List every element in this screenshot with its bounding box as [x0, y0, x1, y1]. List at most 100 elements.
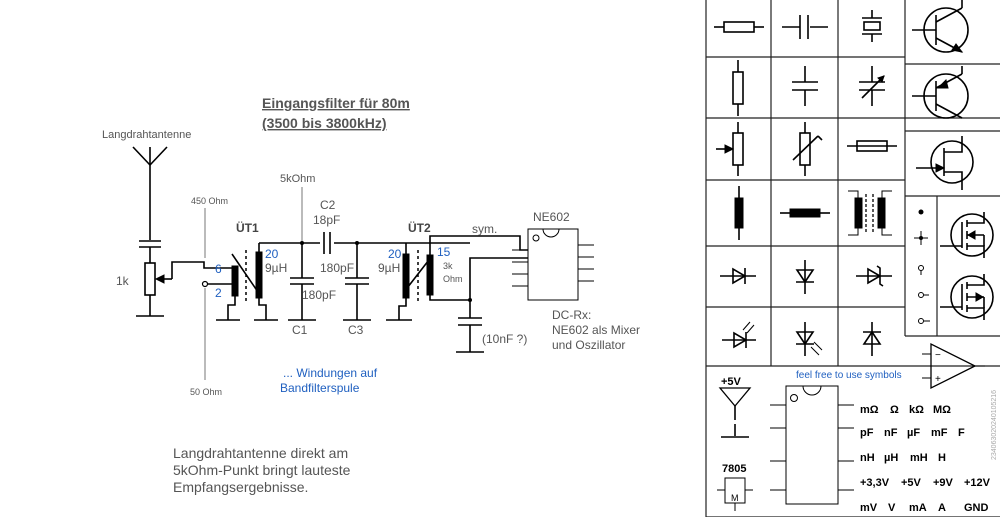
unit-row-1-d[interactable]: MΩ — [933, 404, 951, 416]
label-c3: C3 — [348, 323, 364, 337]
variable-capacitor-icon[interactable] — [859, 66, 885, 106]
transformer-ut1 — [216, 243, 278, 321]
mosfet-p-icon[interactable] — [940, 274, 994, 320]
unit-row-5-a[interactable]: mV — [860, 502, 878, 514]
title-line-2: (3500 bis 3800kHz) — [262, 115, 387, 131]
value-c1: 180pF — [302, 288, 336, 302]
turns-6: 6 — [215, 262, 222, 276]
transformer-icon[interactable] — [848, 190, 892, 236]
title: Eingangsfilter für 80m (3500 bis 3800kHz… — [262, 95, 410, 131]
variable-resistor-icon[interactable] — [792, 122, 823, 176]
unit-row-3-c[interactable]: mH — [910, 452, 928, 464]
turns-20-b: 20 — [388, 247, 402, 261]
terminal-open-icon[interactable] — [918, 318, 931, 324]
led-vertical-icon[interactable] — [795, 322, 823, 356]
terminal-up-icon[interactable] — [918, 265, 924, 276]
svg-text:−: − — [935, 350, 941, 361]
unit-row-1-c[interactable]: kΩ — [909, 404, 924, 416]
windings-line-1: ... Windungen auf — [283, 366, 378, 380]
unit-row-2-b[interactable]: nF — [884, 427, 898, 439]
potentiometer-1k — [136, 261, 232, 317]
mosfet-icon[interactable] — [940, 212, 994, 258]
inductor-vertical-icon[interactable] — [734, 186, 744, 240]
unit-row-5-b[interactable]: V — [888, 502, 896, 514]
diode-up-icon[interactable] — [862, 322, 882, 356]
label-c2: C2 — [320, 198, 336, 212]
unit-row-4-a[interactable]: +3,3V — [860, 477, 890, 489]
diode-horizontal-icon[interactable] — [720, 267, 756, 285]
inductance-2: 9µH — [378, 261, 400, 275]
resistor-horizontal-icon[interactable] — [714, 21, 764, 33]
unit-row-4-b[interactable]: +5V — [901, 477, 922, 489]
ground-icon[interactable] — [721, 424, 749, 438]
note-line-1: Langdrahtantenne direkt am — [173, 445, 348, 461]
capacitor-vertical-icon[interactable] — [782, 15, 828, 39]
unit-row-5-c[interactable]: mA — [909, 502, 927, 514]
label-plus5v: +5V — [721, 376, 742, 388]
fuse-icon[interactable] — [847, 140, 897, 152]
potentiometer-icon[interactable] — [716, 122, 744, 176]
label-ut1: ÜT1 — [236, 220, 259, 235]
regulator-7805-icon[interactable] — [717, 477, 753, 511]
antenna-label: Langdrahtantenne — [102, 129, 191, 141]
unit-row-5-e[interactable]: GND — [964, 502, 989, 514]
title-line-1: Eingangsfilter für 80m — [262, 95, 410, 111]
dcrx-line-3: und Oszillator — [552, 338, 625, 352]
label-7805-m: M — [731, 493, 739, 503]
inductance-1: 9µH — [265, 261, 287, 275]
turns-2: 2 — [215, 286, 222, 300]
antenna-symbol — [132, 146, 168, 240]
unit-row-2-a[interactable]: pF — [860, 427, 874, 439]
capacitor-c3 — [343, 241, 371, 321]
windings-line-2: Bandfilterspule — [280, 381, 360, 395]
unit-row-1-a[interactable]: mΩ — [860, 404, 879, 416]
junction-cross-icon[interactable] — [914, 231, 928, 245]
dip-ic-icon[interactable] — [770, 385, 854, 505]
label-ne602: NE602 — [533, 210, 570, 224]
resistor-vertical-icon[interactable] — [732, 60, 744, 116]
jfet-icon[interactable] — [916, 136, 974, 190]
unit-labels: mΩ Ω kΩ MΩ pF nF µF mF F nH µH mH H +3,3… — [860, 404, 991, 514]
symbol-palette: − + feel free to use symbols +5V 7805 M — [705, 0, 1000, 517]
unit-row-2-e[interactable]: F — [958, 427, 965, 439]
inductor-horizontal-icon[interactable] — [780, 208, 830, 218]
unit-row-1-b[interactable]: Ω — [890, 404, 899, 416]
unit-row-3-a[interactable]: nH — [860, 452, 875, 464]
unit-row-2-d[interactable]: mF — [931, 427, 948, 439]
antenna-capacitor — [139, 240, 161, 263]
label-5kohm: 5kOhm — [280, 173, 315, 185]
unit-row-3-d[interactable]: H — [938, 452, 946, 464]
pnp-transistor-icon[interactable] — [912, 66, 969, 119]
crystal-icon[interactable] — [862, 10, 882, 42]
opamp-icon[interactable]: − + — [922, 342, 985, 390]
label-10nf: (10nF ?) — [482, 332, 527, 346]
watermark-id: 234063020240105216 — [991, 390, 998, 460]
unit-row-5-d[interactable]: A — [938, 502, 946, 514]
label-sym: sym. — [472, 222, 497, 236]
unit-row-4-d[interactable]: +12V — [964, 477, 991, 489]
unit-row-2-c[interactable]: µF — [907, 427, 920, 439]
npn-transistor-icon[interactable] — [912, 0, 969, 53]
label-3k: 3k — [443, 261, 453, 271]
label-ut2: ÜT2 — [408, 220, 431, 235]
capacitor-10nf — [456, 298, 484, 353]
diode-vertical-icon[interactable] — [795, 260, 815, 294]
label-450-ohm: 450 Ohm — [191, 196, 228, 206]
unit-row-3-b[interactable]: µH — [884, 452, 898, 464]
free-symbols-text: feel free to use symbols — [796, 370, 902, 381]
unit-row-4-c[interactable]: +9V — [933, 477, 954, 489]
capacitor-horizontal-icon[interactable] — [792, 66, 818, 106]
supply-plus5v-icon[interactable] — [718, 387, 752, 420]
value-c3: 180pF — [320, 261, 354, 275]
dcrx-line-1: DC-Rx: — [552, 308, 591, 322]
junction-dot-icon[interactable] — [918, 209, 924, 215]
label-50-ohm: 50 Ohm — [190, 387, 222, 397]
terminal-right-icon[interactable] — [918, 292, 930, 298]
led-icon[interactable] — [722, 321, 756, 349]
capacitor-c1 — [288, 243, 316, 321]
zener-diode-icon[interactable] — [856, 265, 892, 287]
label-ohm: Ohm — [443, 274, 463, 284]
note-line-3: Empfangsergebnisse. — [173, 479, 308, 495]
label-c1: C1 — [292, 323, 308, 337]
